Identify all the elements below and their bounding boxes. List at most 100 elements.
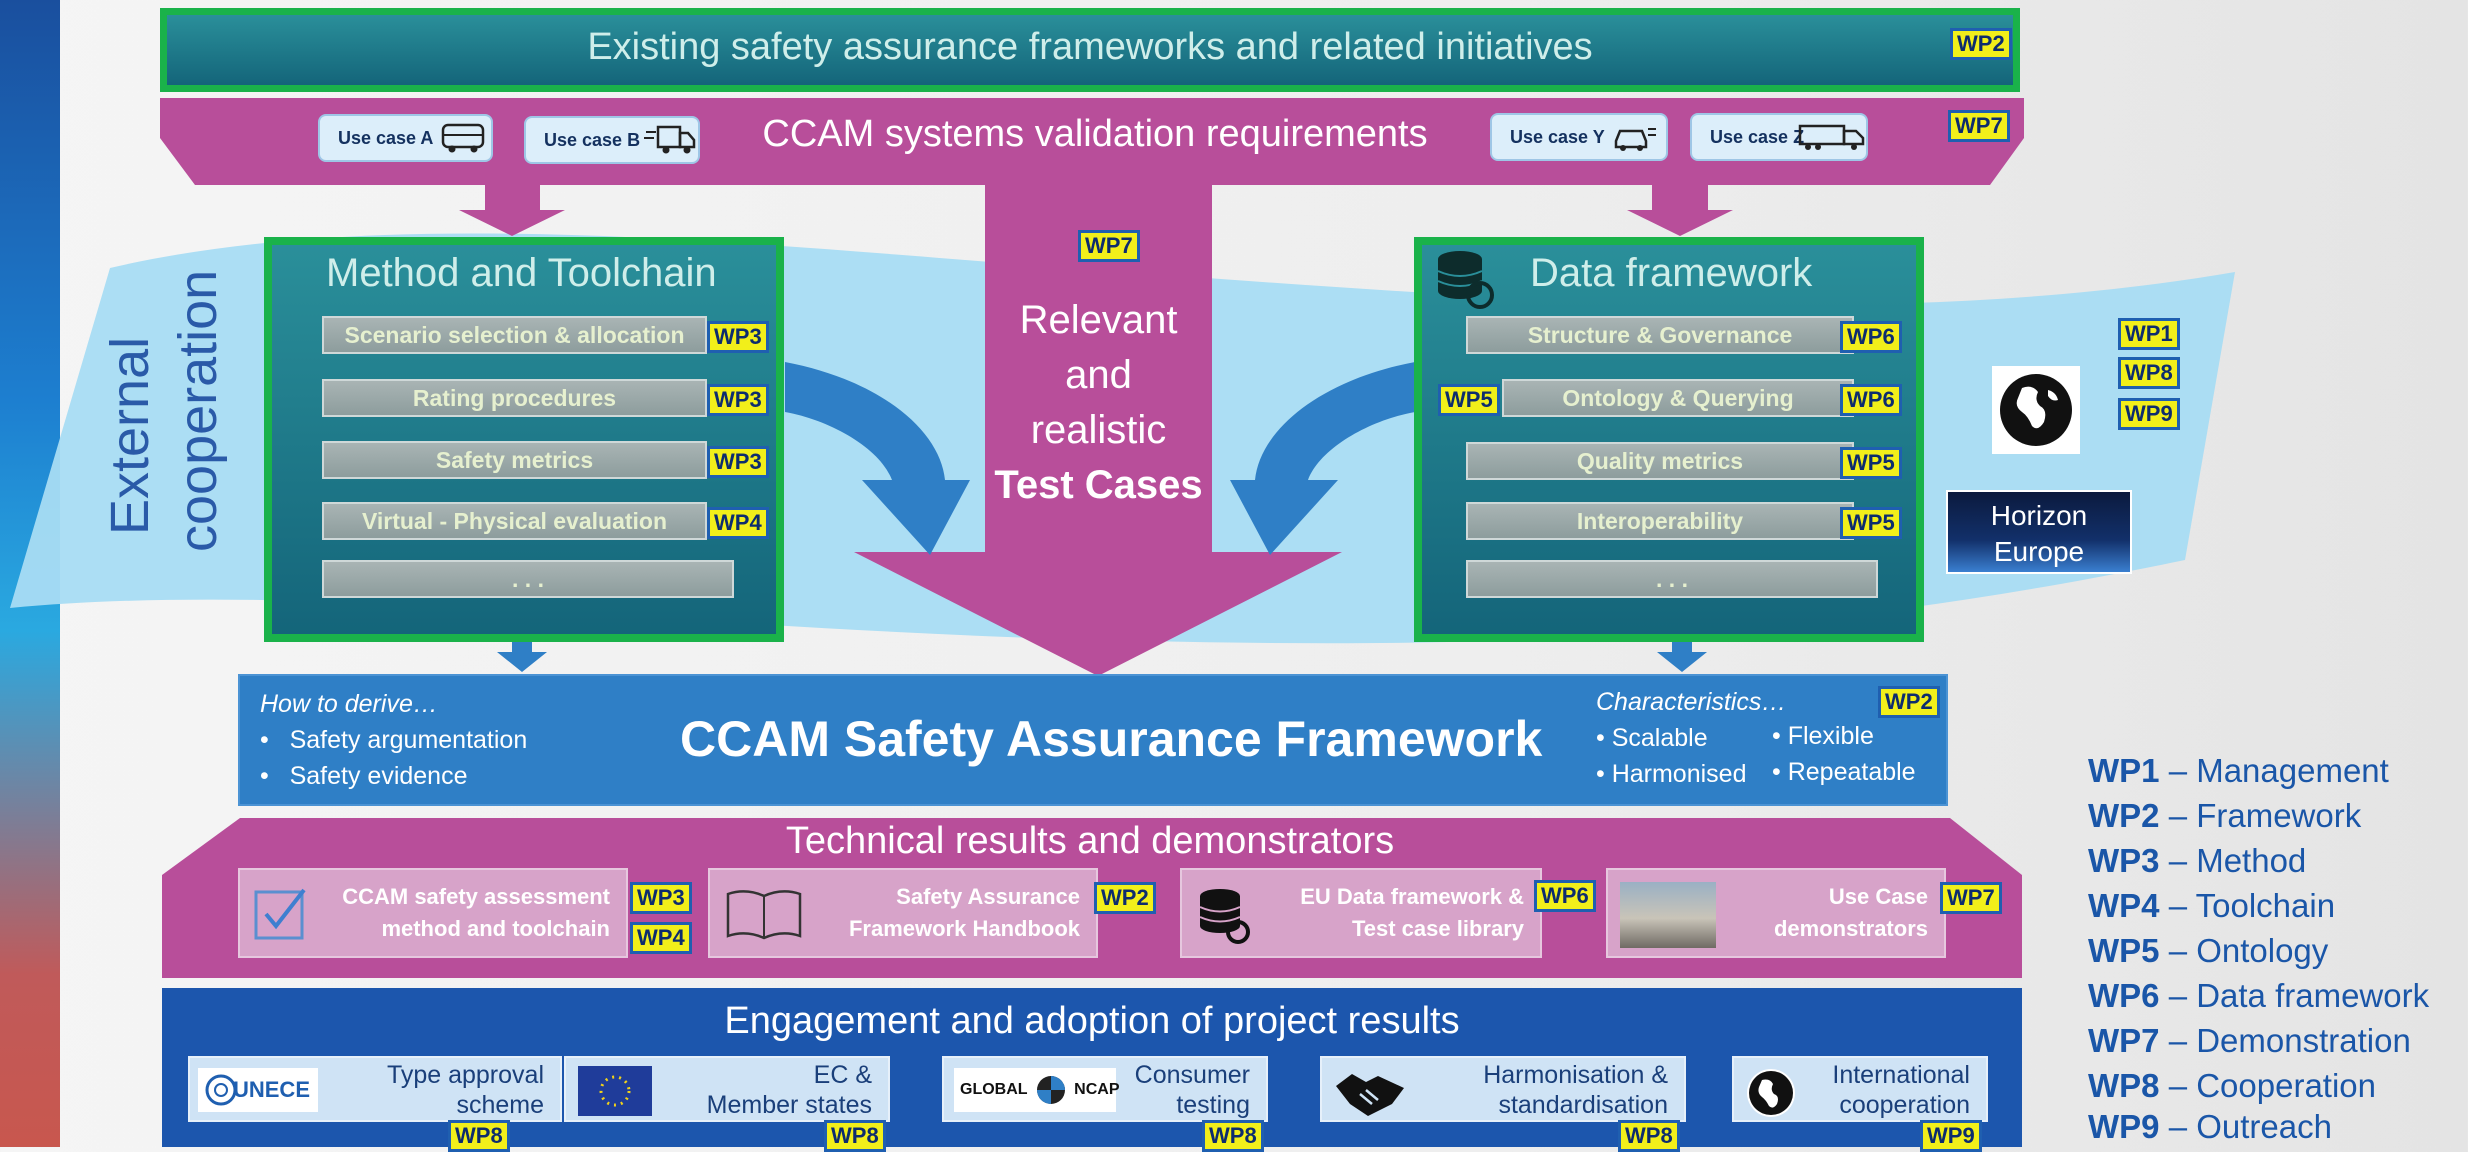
characteristics-label: Characteristics… — [1596, 688, 1787, 716]
method-item: Safety metrics — [322, 441, 707, 479]
wp-badge: WP4 — [630, 922, 692, 954]
use-case-label: Use case A — [338, 128, 434, 148]
wp-badge: WP8 — [448, 1120, 510, 1152]
global-ncap-logo: GLOBAL NCAP — [954, 1068, 1120, 1112]
bus-icon — [441, 123, 485, 153]
horizon-line: Horizon — [1990, 500, 2088, 531]
result-line: CCAM safety assessment — [342, 884, 610, 909]
wp-badge: WP7 — [1948, 110, 2010, 142]
engagement-line: standardisation — [1498, 1091, 1668, 1119]
use-case-label: Use case B — [544, 130, 641, 150]
test-cases-line: and — [1065, 353, 1132, 397]
result-assessment: CCAM safety assessment method and toolch… — [238, 868, 628, 958]
wp-badge: WP3 — [707, 446, 769, 478]
arrow-data-to-saf — [1657, 640, 1707, 672]
engagement-title: Engagement and adoption of project resul… — [724, 1000, 1460, 1042]
external-cooperation-label: External cooperation — [96, 270, 228, 552]
result-handbook: Safety Assurance Framework Handbook — [708, 868, 1098, 958]
engagement-type-approval: UNECE Type approval scheme — [188, 1056, 562, 1122]
test-cases-arrow — [854, 185, 1342, 676]
char-item: • Repeatable — [1772, 758, 1916, 786]
wp-badge: WP2 — [1950, 28, 2012, 60]
checklist-icon — [254, 888, 306, 940]
data-item: Interoperability — [1466, 502, 1854, 540]
top-banner-title: Existing safety assurance frameworks and… — [587, 26, 1593, 68]
test-cases-line: realistic — [1030, 408, 1167, 452]
engagement-line: scheme — [456, 1091, 544, 1119]
data-framework-panel: Data framework Structure & Governance WP… — [1414, 237, 1924, 642]
method-item: Virtual - Physical evaluation — [322, 502, 707, 540]
globe-logo — [1992, 366, 2080, 454]
legend-item: WP6 – Data framework — [2088, 977, 2430, 1014]
engagement-consumer-testing: GLOBAL NCAP Consumer testing — [942, 1056, 1268, 1122]
arrow-to-data — [1627, 185, 1733, 236]
wp-badge: WP7 — [1940, 882, 2002, 914]
legend-item: WP1 – Management — [2088, 752, 2389, 789]
wp-badge: WP6 — [1534, 880, 1596, 912]
wp-badge: WP9 — [1920, 1120, 1982, 1152]
data-item: Structure & Governance — [1466, 316, 1854, 354]
result-line: EU Data framework & — [1300, 884, 1524, 909]
result-line: Test case library — [1351, 916, 1524, 941]
method-item: Rating procedures — [322, 379, 707, 417]
result-line: Framework Handbook — [848, 916, 1080, 941]
wp-badge: WP3 — [630, 882, 692, 914]
electric-car-icon — [1614, 128, 1656, 151]
wp-badge: WP6 — [1840, 384, 1902, 416]
method-item-more: . . . — [322, 560, 734, 598]
validation-title: CCAM systems validation requirements — [762, 113, 1428, 155]
truck-icon — [644, 125, 696, 154]
char-item: • Flexible — [1772, 722, 1874, 750]
engagement-line: Type approval — [386, 1061, 544, 1089]
test-cases-text: Relevant and realistic Test Cases — [985, 293, 1212, 513]
saf-panel: How to derive… • Safety argumentation • … — [238, 674, 1948, 806]
use-case-a: Use case A — [318, 114, 493, 162]
result-line: demonstrators — [1773, 916, 1928, 941]
engagement-line: EC & — [813, 1061, 872, 1089]
wp-badge: WP7 — [1078, 230, 1140, 262]
data-item: Quality metrics — [1466, 442, 1854, 480]
wp-badge: WP8 — [824, 1120, 886, 1152]
legend-item: WP7 – Demonstration — [2088, 1022, 2411, 1059]
external-label-line2: cooperation — [168, 270, 228, 552]
engagement-ec-member-states: EC & Member states — [564, 1056, 890, 1122]
char-item: • Harmonised — [1596, 760, 1747, 788]
wp-badge: WP9 — [2118, 398, 2180, 430]
legend-item: WP8 – Cooperation — [2088, 1067, 2377, 1104]
wp-badge: WP5 — [1438, 384, 1500, 416]
engagement-line: Member states — [706, 1091, 872, 1119]
legend-item: WP9 – Outreach — [2088, 1108, 2332, 1145]
test-cases-line: Relevant — [1019, 298, 1178, 342]
curved-arrow-right — [1230, 362, 1415, 555]
eu-flag-icon — [578, 1066, 652, 1116]
book-icon — [726, 890, 802, 940]
data-item: Ontology & Querying — [1502, 379, 1854, 417]
wp-badge: WP5 — [1840, 447, 1902, 479]
wp-badge: WP8 — [1618, 1120, 1680, 1152]
legend-item: WP3 – Method — [2088, 842, 2307, 879]
engagement-harmonisation: Harmonisation & standardisation — [1320, 1056, 1686, 1122]
wp-badge: WP8 — [1202, 1120, 1264, 1152]
use-case-b: Use case B — [524, 116, 700, 164]
demonstrator-photo — [1620, 882, 1716, 948]
result-demonstrators: Use Case demonstrators — [1606, 868, 1946, 958]
unece-logo: UNECE — [198, 1068, 318, 1112]
curved-arrow-left — [785, 362, 970, 555]
globe-icon — [2000, 374, 2072, 446]
how-item: • Safety evidence — [260, 762, 468, 790]
handshake-icon — [1336, 1074, 1404, 1116]
result-line: method and toolchain — [381, 916, 610, 941]
semi-truck-icon — [1798, 124, 1865, 150]
wp-badge: WP1 — [2118, 318, 2180, 350]
how-item: • Safety argumentation — [260, 726, 528, 754]
un-emblem-icon — [205, 1074, 237, 1106]
database-icon — [1199, 889, 1250, 944]
arrow-to-method — [459, 185, 565, 236]
result-line: Safety Assurance — [896, 884, 1080, 909]
result-line: Use Case — [1828, 884, 1928, 909]
engagement-line: Consumer — [1134, 1061, 1250, 1089]
engagement-line: Harmonisation & — [1483, 1061, 1668, 1089]
method-toolchain-panel: Method and Toolchain Scenario selection … — [264, 237, 784, 642]
data-item-more: . . . — [1466, 560, 1878, 598]
results-title: Technical results and demonstrators — [785, 820, 1395, 862]
